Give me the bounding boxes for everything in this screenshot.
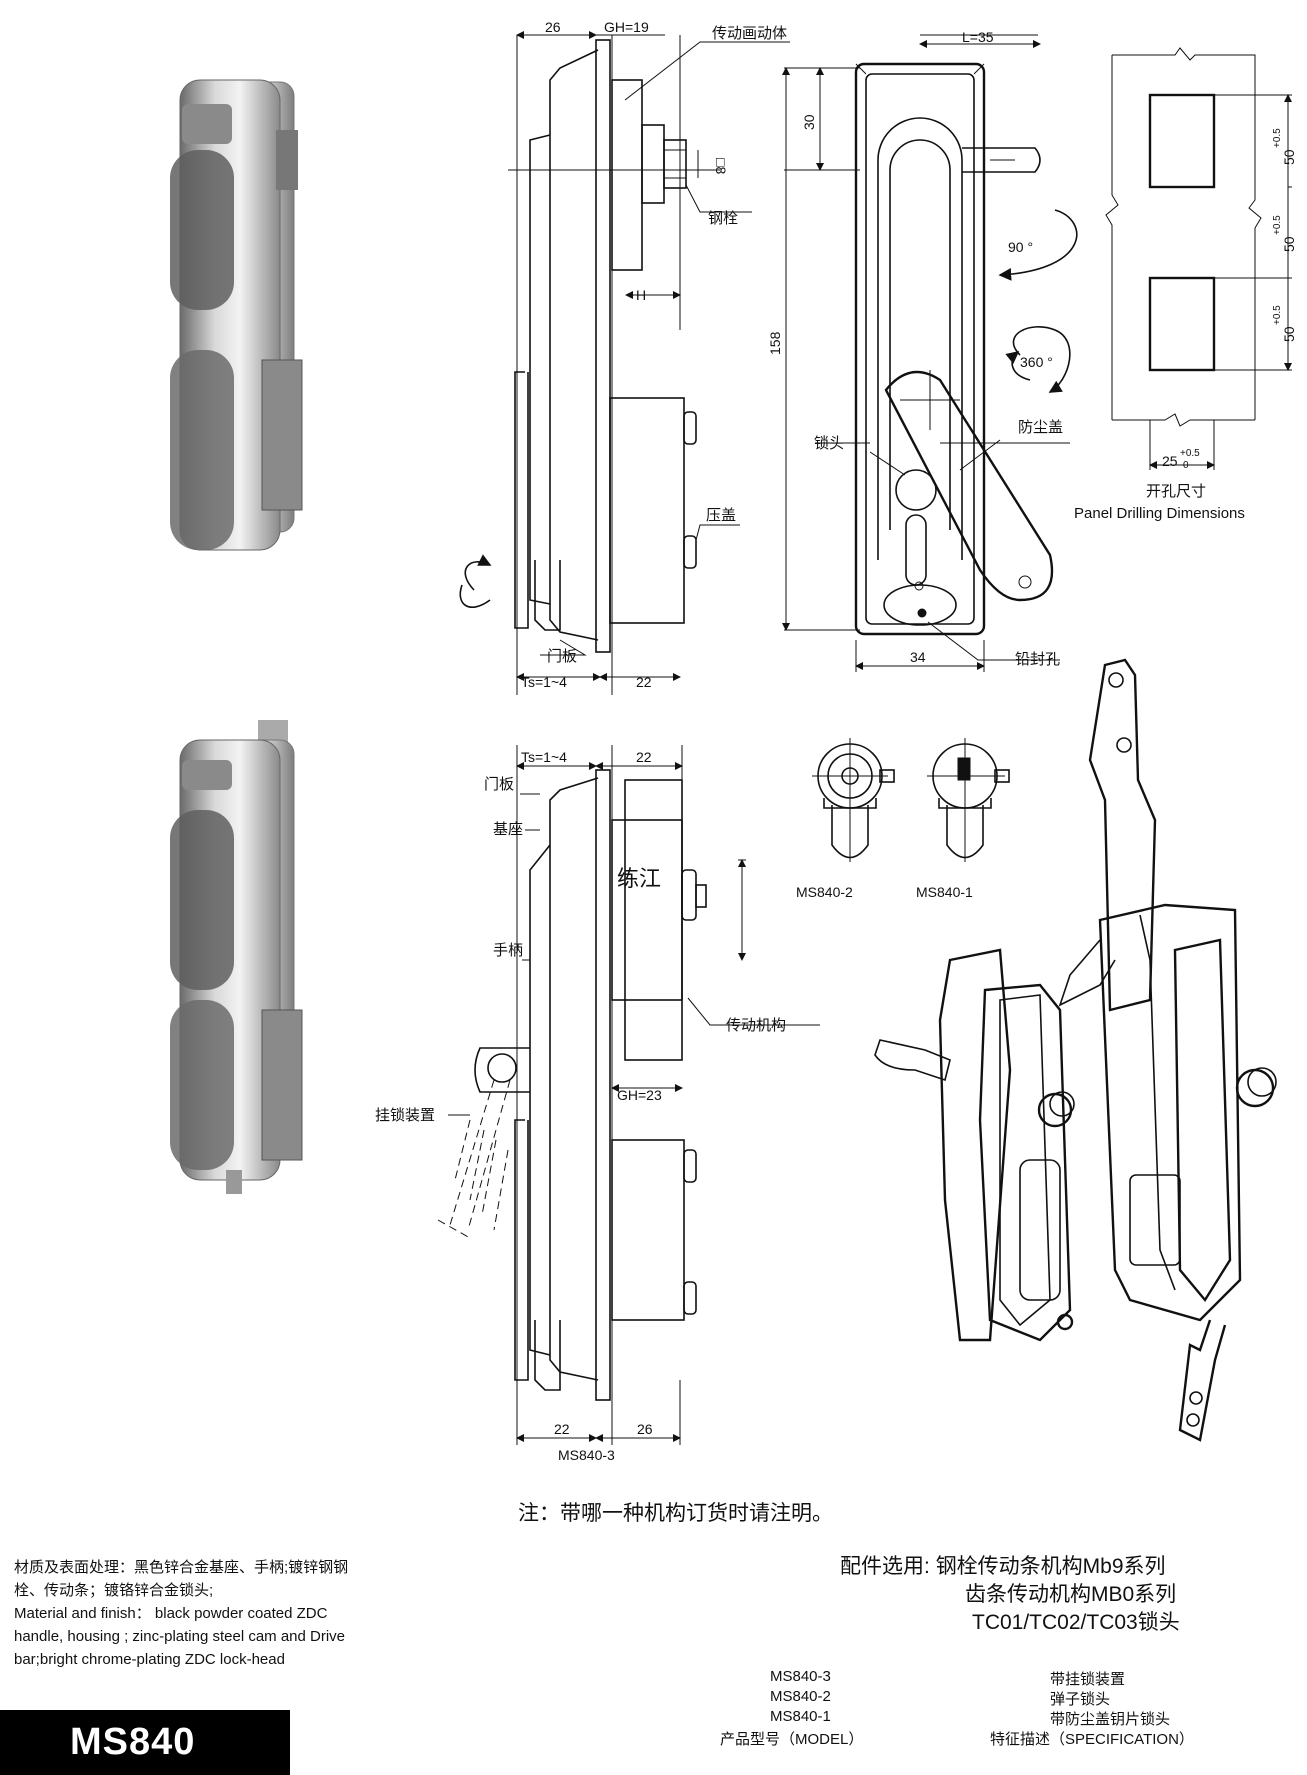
label-gland: 压盖 — [706, 507, 736, 524]
cylinder-ms840-2 — [812, 738, 895, 862]
dim-ts-top: Ts=1~4 — [521, 674, 567, 690]
label-dust-cover: 防尘盖 — [1018, 419, 1063, 436]
isometric-drawing — [874, 658, 1277, 1442]
side-view-top — [459, 31, 790, 695]
label-door-panel-top: 门板 — [547, 647, 577, 665]
dim-26-top: 26 — [545, 19, 561, 35]
hole-dim-25: 25 — [1162, 453, 1178, 469]
hole-dim-50c: 50 — [1281, 326, 1297, 342]
panel-drilling-diagram — [1105, 47, 1292, 470]
front-view — [782, 34, 1078, 672]
cyl-label-ms840-1: MS840-1 — [916, 884, 973, 900]
dim-ts-bottom: Ts=1~4 — [521, 749, 567, 765]
dim-gh23: GH=23 — [617, 1087, 662, 1103]
spec-model: MS840-3 — [770, 1668, 831, 1685]
spec-row: MS840-1 带防尘盖钥片锁头 — [710, 1708, 1270, 1728]
spec-desc: 带挂锁装置 — [1050, 1671, 1126, 1688]
hole-tol-25: +0.5 — [1180, 448, 1200, 459]
caption-ms840-3: MS840-3 — [558, 1447, 615, 1463]
label-handle: 手柄 — [493, 942, 523, 959]
dim-22-bottom: 22 — [554, 1421, 570, 1437]
dim-34: 34 — [910, 649, 926, 665]
hole-tol-a: +0.5 — [1272, 128, 1283, 148]
accessory-mb9: 钢栓传动条机构Mb9系列 — [935, 1555, 1166, 1578]
spec-header-model: 产品型号（MODEL） — [720, 1731, 864, 1748]
dim-26-bottom: 26 — [637, 1421, 653, 1437]
hole-tol-b: +0.5 — [1272, 215, 1283, 235]
label-seal-hole: 铅封孔 — [1015, 651, 1060, 668]
label-padlock-device: 挂锁装置 — [375, 1107, 435, 1124]
hole-dim-50b: 50 — [1281, 236, 1297, 252]
label-drive-body: 传动画动体 — [712, 25, 787, 42]
watermark: 练江 — [617, 866, 661, 891]
materials-cn-line-1: 材质及表面处理：黑色锌合金基座、手柄;镀锌钢钢 — [14, 1559, 349, 1576]
panel-hole-cn: 开孔尺寸 — [1146, 483, 1206, 500]
spec-row: MS840-2 弹子锁头 — [710, 1688, 1270, 1708]
dim-30: 30 — [801, 114, 817, 130]
angle-360: 360 ° — [1020, 354, 1053, 370]
panel-hole-en: Panel Drilling Dimensions — [1074, 505, 1245, 522]
angle-90: 90 ° — [1008, 239, 1033, 255]
label-door-panel-bottom: 门板 — [484, 775, 514, 793]
order-note: 注：带哪一种机构订货时请注明。 — [518, 1502, 833, 1525]
hole-tol-c: +0.5 — [1272, 305, 1283, 325]
label-base: 基座 — [493, 821, 523, 838]
product-photo-bottom — [170, 720, 303, 1194]
dim-158: 158 — [767, 331, 783, 355]
accessory-tc: TC01/TC02/TC03锁头 — [972, 1611, 1180, 1634]
accessory-mb0: 齿条传动机构MB0系列 — [965, 1583, 1177, 1606]
materials-en-line-2: handle, housing ; zinc-plating steel cam… — [14, 1628, 346, 1645]
label-lock-head: 锁头 — [814, 435, 844, 452]
spec-header-spec: 特征描述（SPECIFICATION） — [990, 1731, 1194, 1748]
materials-en-line-3: bar;bright chrome-plating ZDC lock-head — [14, 1651, 285, 1668]
label-drive-mechanism: 传动机构 — [726, 1017, 786, 1034]
materials-en-line-1: Material and finish： black powder coated… — [14, 1605, 328, 1622]
dim-gh19: GH=19 — [604, 19, 649, 35]
dim-sq8: □8 — [713, 158, 729, 174]
materials-description: 材质及表面处理：黑色锌合金基座、手柄;镀锌钢钢 栓、传动条；镀铬锌合金锁头; M… — [14, 1556, 434, 1671]
accessories: 配件选用: 钢栓传动条机构Mb9系列 齿条传动机构MB0系列 TC01/TC02… — [840, 1553, 1180, 1637]
dim-h: H — [636, 287, 646, 303]
cyl-label-ms840-2: MS840-2 — [796, 884, 853, 900]
hole-tol-25-zero: 0 — [1183, 460, 1189, 471]
side-view-bottom — [437, 745, 820, 1445]
spec-model: MS840-1 — [770, 1708, 831, 1725]
spec-table: MS840-3 带挂锁装置 MS840-2 弹子锁头 MS840-1 带防尘盖钥… — [710, 1668, 1270, 1748]
materials-cn-line-2: 栓、传动条；镀铬锌合金锁头; — [14, 1582, 214, 1599]
model-badge: MS840 — [0, 1710, 290, 1775]
cylinder-ms840-1 — [927, 738, 1010, 862]
spec-desc: 带防尘盖钥片锁头 — [1050, 1711, 1171, 1728]
spec-header: 产品型号（MODEL） 特征描述（SPECIFICATION） — [710, 1728, 1270, 1748]
spec-model: MS840-2 — [770, 1688, 831, 1705]
hole-dim-50a: 50 — [1281, 149, 1297, 165]
product-photo-top — [170, 79, 303, 551]
spec-row: MS840-3 带挂锁装置 — [710, 1668, 1270, 1688]
label-steel-bolt: 钢栓 — [708, 210, 738, 227]
accessories-prefix: 配件选用: — [840, 1555, 930, 1578]
dim-22-mid: 22 — [636, 749, 652, 765]
dim-l35: L=35 — [962, 29, 994, 45]
dim-22-top: 22 — [636, 674, 652, 690]
spec-desc: 弹子锁头 — [1050, 1691, 1111, 1708]
